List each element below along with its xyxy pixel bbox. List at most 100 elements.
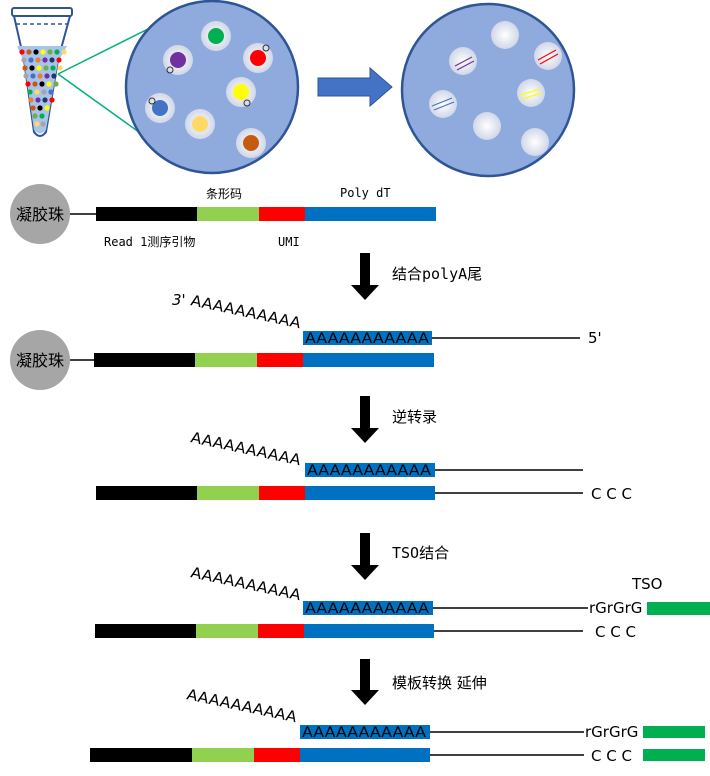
bead-blue	[145, 93, 175, 123]
tube-dot	[44, 73, 50, 79]
tube-dot	[39, 113, 45, 119]
tube-dot	[32, 113, 38, 119]
bead-brown	[236, 128, 266, 158]
tube-dot	[35, 57, 41, 63]
step-label-1: 结合polyA尾	[392, 265, 482, 283]
tube-dot	[49, 97, 55, 103]
tube-dot	[23, 73, 29, 79]
tube-dot	[40, 121, 46, 127]
polydt-label: Poly dT	[340, 186, 391, 200]
gel-bead-label: 凝胶珠	[16, 351, 64, 370]
tso-label: TSO	[631, 575, 663, 593]
poly-a-bound: AAAAAAAAAAA	[302, 725, 426, 741]
tube-dot	[46, 81, 52, 87]
bead-with-rna-1	[449, 47, 477, 75]
poly-a-bound: AAAAAAAAAAA	[305, 601, 429, 617]
tube-dot	[42, 97, 48, 103]
gel-bead	[10, 184, 70, 244]
tube-dot	[39, 81, 45, 87]
tube-dot	[57, 65, 63, 71]
bead-with-rna-2	[534, 42, 562, 70]
tube-dot	[34, 121, 40, 127]
barcode-label: 条形码	[206, 187, 242, 201]
ccc-label: C C C	[591, 485, 632, 503]
zoom-line-bottom	[57, 73, 151, 141]
tube-dot	[42, 57, 48, 63]
ccc-label: C C C	[591, 747, 632, 765]
tso-segment	[643, 726, 705, 738]
microcentrifuge-tube-icon	[11, 7, 73, 137]
stage-tso-binding: AAAAAAAAAA AAAAAAAAAAA rGrGrG TSO C C C	[95, 563, 710, 641]
tube-dot	[43, 65, 49, 71]
tube-dot	[49, 57, 55, 63]
tube-dot	[53, 81, 59, 87]
tube-dot	[29, 65, 35, 71]
droplet-with-beads	[124, 0, 300, 175]
poly-a-bound: AAAAAAAAAAA	[305, 331, 429, 347]
down-arrow-icon	[351, 253, 379, 300]
tube-dot	[35, 97, 41, 103]
poly-a-tail: AAAAAAAAAA	[185, 685, 299, 726]
bead-with-rna-3	[517, 79, 545, 107]
tube-dot	[51, 73, 57, 79]
tube-dot	[26, 49, 32, 55]
poly-a-tail: AAAAAAAAAA	[189, 428, 303, 469]
tube-dot	[28, 97, 34, 103]
stage-polya-binding: 3' AAAAAAAAAA AAAAAAAAAAA 5' 凝胶珠	[10, 291, 602, 390]
read1-primer-segment	[96, 207, 197, 221]
tube-dot	[48, 89, 54, 95]
tso-segment	[647, 602, 710, 615]
umi-segment	[259, 207, 305, 221]
tube-dot	[37, 105, 43, 111]
tube-dot	[54, 49, 60, 55]
tube-dot	[61, 49, 67, 55]
barcode-segment	[197, 207, 259, 221]
step-label-4: 模板转换 延伸	[392, 674, 487, 692]
bead-green	[201, 21, 231, 51]
bead-with-rna-4	[429, 90, 457, 118]
umi-label: UMI	[278, 235, 300, 249]
tube-dot	[30, 105, 36, 111]
tube-dot	[37, 73, 43, 79]
read1-label: Read 1测序引物	[104, 234, 195, 249]
rgrgrg-label: rGrGrG	[589, 599, 642, 617]
tube-dot	[41, 89, 47, 95]
tube-dot	[22, 65, 28, 71]
bead-yellow	[226, 77, 256, 107]
tube-dot	[27, 89, 33, 95]
tube-dot	[40, 49, 46, 55]
three-prime-label: 3'	[172, 291, 186, 309]
down-arrow-icon	[351, 659, 379, 705]
down-arrow-icon	[351, 533, 379, 580]
tube-dot	[30, 73, 36, 79]
tube-dot	[32, 81, 38, 87]
down-arrow-icon	[351, 396, 379, 443]
bead-red	[243, 43, 273, 73]
block-right-arrow-icon	[317, 66, 393, 108]
polydt-segment	[305, 207, 436, 221]
tube-dot	[34, 89, 40, 95]
poly-a-bound: AAAAAAAAAAA	[307, 463, 431, 479]
tso-complement-segment	[643, 749, 705, 761]
bead-empty-2	[473, 112, 501, 140]
polydt-binding-box	[303, 331, 432, 345]
gel-bead	[10, 330, 70, 390]
five-prime-label: 5'	[588, 329, 602, 347]
tube-dot	[33, 49, 39, 55]
tube-dot	[44, 105, 50, 111]
tube-dot	[47, 49, 53, 55]
tube-dot	[28, 57, 34, 63]
ccc-label: C C C	[595, 623, 636, 641]
tube-dot	[25, 81, 31, 87]
bead-empty-3	[521, 128, 549, 156]
step-label-2: 逆转录	[392, 408, 437, 426]
stage-reverse-transcription: AAAAAAAAAA AAAAAAAAAAA C C C	[96, 428, 632, 503]
tube-dot	[56, 57, 62, 63]
tube-dot	[36, 65, 42, 71]
tube-dot	[50, 65, 56, 71]
zoom-line-top	[57, 27, 151, 75]
tube-dot	[19, 49, 25, 55]
bead-peach	[185, 109, 215, 139]
droplet-lysed	[400, 2, 576, 178]
